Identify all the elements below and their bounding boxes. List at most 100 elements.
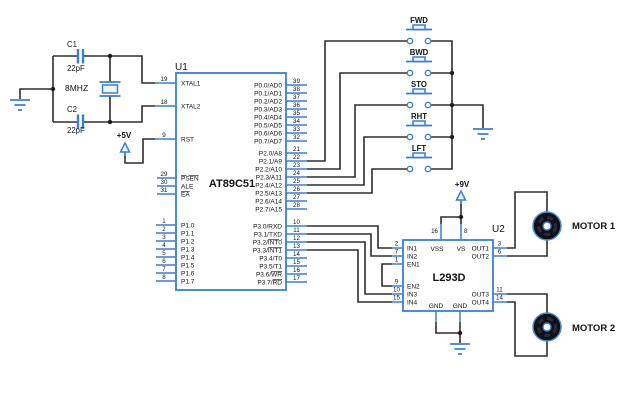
enable-loop-wire [381, 263, 392, 287]
in4-wire [307, 249, 392, 303]
motor-icon-ring [537, 317, 557, 337]
button-icon-cap [412, 152, 426, 159]
capacitor-icon [76, 49, 85, 64]
pin-number: 3 [162, 234, 166, 241]
u1-part-label: AT89C51 [209, 178, 255, 190]
pin-name: VSS [430, 246, 444, 253]
pin-name: P2.7/A15 [255, 206, 282, 213]
motor2-wire-b [507, 301, 548, 357]
pin-number: 29 [161, 171, 168, 178]
pin-number: 18 [161, 99, 168, 106]
pin-number: 13 [293, 243, 300, 250]
pin-number: 14 [496, 295, 503, 302]
pin-name: P3.7/RD [257, 279, 282, 286]
u2-ground-wire [435, 322, 461, 343]
pin-number: 6 [162, 258, 166, 265]
pin-name: XTAL1 [181, 80, 201, 87]
pin-name: IN1 [407, 246, 418, 253]
pin-stub [435, 311, 461, 322]
pin-number: 6 [498, 249, 502, 256]
in2-wire [307, 233, 392, 257]
junction-dot [50, 86, 56, 92]
junction-dot [107, 119, 113, 125]
pin-number: 16 [293, 267, 300, 274]
pin-number: 37 [293, 94, 300, 101]
u2-l293d: U2 L293D +9V 16 8 VSS VS 2 IN1 7 IN2 1 E… [392, 180, 507, 355]
crystal-icon-body [101, 84, 119, 94]
pin-name: IN4 [407, 300, 418, 307]
lft-wire [307, 168, 407, 194]
pin-number: 26 [293, 186, 300, 193]
pin-name: OUT2 [472, 254, 490, 261]
ground-wire [19, 88, 53, 99]
pin-number: 8 [162, 274, 166, 281]
pin-name: P0.4/AD4 [254, 114, 282, 121]
pin-number: 9 [162, 132, 166, 139]
button-terminal [424, 165, 432, 173]
ground-icon [450, 343, 470, 355]
pin-number: 10 [293, 219, 300, 226]
pin-number: 33 [293, 126, 300, 133]
pin-name: P1.7 [181, 278, 195, 285]
u2-chip-body [402, 239, 494, 312]
motor-icon-shaft [542, 322, 552, 332]
c2-ref: C2 [67, 105, 77, 114]
pin-number: 11 [496, 287, 503, 294]
button-terminal [424, 133, 432, 141]
pin-number: 12 [293, 235, 300, 242]
pin-number: 39 [293, 78, 300, 85]
pin-name: P0.7/AD7 [254, 138, 282, 145]
motor-label: MOTOR 2 [572, 323, 615, 334]
motor-icon-ring [537, 216, 557, 236]
pin-number: 35 [293, 110, 300, 117]
u2-ref-label: U2 [492, 224, 505, 235]
pin-number: 23 [293, 162, 300, 169]
capacitor-icon [76, 114, 85, 129]
pin-name: P1.5 [181, 262, 195, 269]
supply-wire [440, 204, 462, 224]
junction-dot [449, 70, 455, 76]
motor1-wire-a [507, 191, 548, 249]
ground-icon [10, 99, 30, 111]
rht-wire [307, 136, 407, 186]
pin-number: 22 [293, 154, 300, 161]
junction-dot [107, 53, 113, 59]
button-label: BWD [410, 48, 429, 57]
pin-name: P1.0 [181, 222, 195, 229]
pin-number: 2 [395, 241, 399, 248]
pin-name: P2.4/A12 [255, 182, 282, 189]
pin-name: P0.5/AD5 [254, 122, 282, 129]
pin-name: P0.6/AD6 [254, 130, 282, 137]
pin-number: 1 [162, 218, 166, 225]
button-ground-wire [452, 104, 484, 128]
motor2-wire-a [507, 293, 548, 313]
button-terminal [406, 165, 414, 173]
junction-dots [50, 53, 464, 336]
pin-number: 14 [293, 251, 300, 258]
pin-name: P2.6/A14 [255, 198, 282, 205]
pin-name: P1.1 [181, 230, 195, 237]
pin-number: 32 [293, 134, 300, 141]
pin-name: OUT4 [472, 300, 490, 307]
pin-name: ALE [181, 183, 194, 190]
pin-name: P3.3/INT1 [253, 247, 283, 254]
pin-number: 9 [395, 279, 399, 286]
button-terminal [406, 133, 414, 141]
pin-name: PSEN [181, 175, 199, 182]
pin-name: P1.4 [181, 254, 195, 261]
pin-name: P3.2/INT0 [253, 239, 283, 246]
button-icon-cap [412, 56, 426, 63]
button-terminal [406, 101, 414, 109]
pin-name: P2.0/A8 [259, 150, 283, 157]
pin-name: P1.2 [181, 238, 195, 245]
junction-dot [449, 102, 455, 108]
pin-name: P3.0/RXD [253, 223, 282, 230]
pin-name: EA [181, 191, 190, 198]
pin-number: 3 [498, 241, 502, 248]
bwd-wire [307, 72, 407, 170]
pin-name: P2.5/A13 [255, 190, 282, 197]
pin-name: P3.6/WR [256, 271, 282, 278]
pin-name: P1.6 [181, 270, 195, 277]
driver-input-wires [307, 225, 392, 303]
